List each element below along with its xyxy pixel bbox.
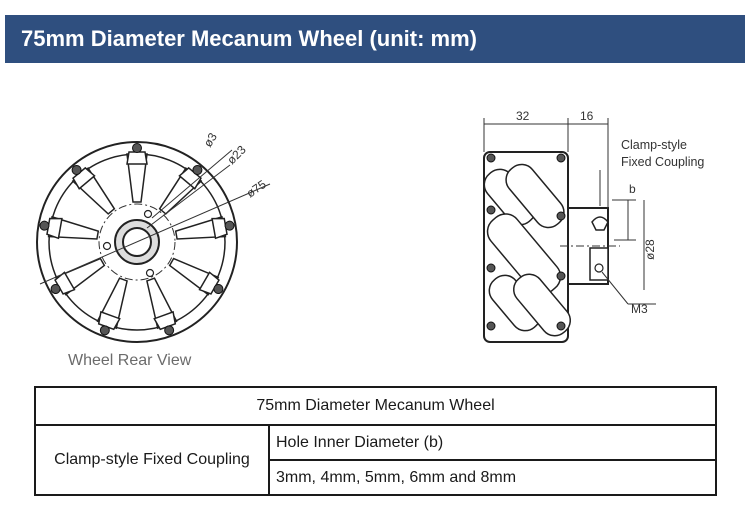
spec-table-title: 75mm Diameter Mecanum Wheel (34, 386, 717, 426)
table-row: 3mm, 4mm, 5mm, 6mm and 8mm (35, 459, 717, 496)
dim-width-16-label: 16 (580, 109, 594, 123)
coupling-callout-line1: Clamp-style (621, 138, 687, 152)
spec-param-values: 3mm, 4mm, 5mm, 6mm and 8mm (268, 459, 717, 496)
wheel-rear-view: ø3 ø23 ø75 (36, 130, 271, 343)
coupling-callout-line2: Fixed Coupling (621, 155, 704, 169)
wheel-side-view: 32 16 Clamp-style Fixed Coupling b ø28 M… (483, 109, 704, 343)
hole-diameter-label: b (629, 182, 636, 196)
page-title-banner: 75mm Diameter Mecanum Wheel (unit: mm) (5, 15, 745, 63)
spec-table: 75mm Diameter Mecanum Wheel Clamp-style … (34, 386, 717, 496)
dim-d3-label: ø3 (201, 130, 220, 150)
coupling-diameter-label: ø28 (643, 239, 657, 260)
technical-drawing: ø3 ø23 ø75 (36, 109, 704, 343)
table-row: Clamp-style Fixed Coupling Hole Inner Di… (34, 424, 717, 496)
spec-row-label: Clamp-style Fixed Coupling (34, 424, 270, 496)
rear-view-caption: Wheel Rear View (68, 352, 192, 369)
dim-width-32-label: 32 (516, 109, 530, 123)
dim-d23-label: ø23 (224, 142, 249, 167)
table-row: 75mm Diameter Mecanum Wheel (34, 386, 717, 426)
dim-d75-label: ø75 (244, 177, 269, 201)
page-title: 75mm Diameter Mecanum Wheel (unit: mm) (21, 26, 477, 51)
screw-label: M3 (631, 302, 648, 316)
spec-param-name: Hole Inner Diameter (b) (268, 424, 717, 461)
